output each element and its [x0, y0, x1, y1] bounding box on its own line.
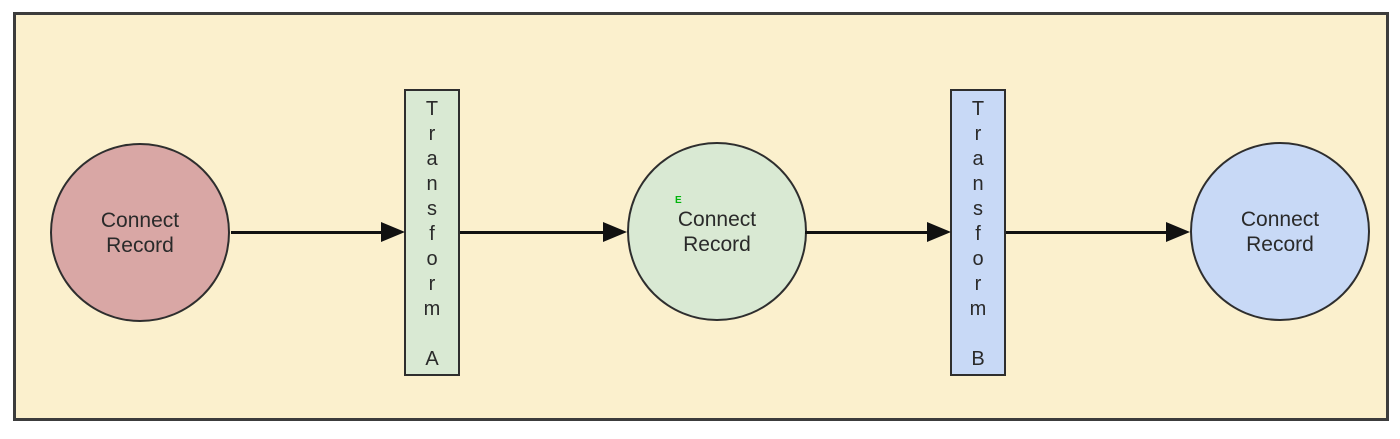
arrow-head-icon — [381, 222, 405, 242]
node-label: Connect Record — [1240, 207, 1320, 256]
arrow-head-icon — [603, 222, 627, 242]
arrow-shaft — [805, 231, 927, 234]
arrow-head-icon — [1166, 222, 1190, 242]
node-connect-record-source[interactable]: Connect Record — [50, 143, 230, 322]
collaborator-cursor-marker: E — [675, 195, 682, 206]
node-label: Connect Record — [100, 208, 180, 257]
node-label: Connect Record — [677, 207, 757, 256]
node-connect-record-sink[interactable]: Connect Record — [1190, 142, 1370, 321]
arrow-shaft — [460, 231, 603, 234]
node-connect-record-middle[interactable]: Connect Record — [627, 142, 807, 321]
arrow-shaft — [231, 231, 381, 234]
arrow-head-icon — [927, 222, 951, 242]
arrow-shaft — [1006, 231, 1166, 234]
